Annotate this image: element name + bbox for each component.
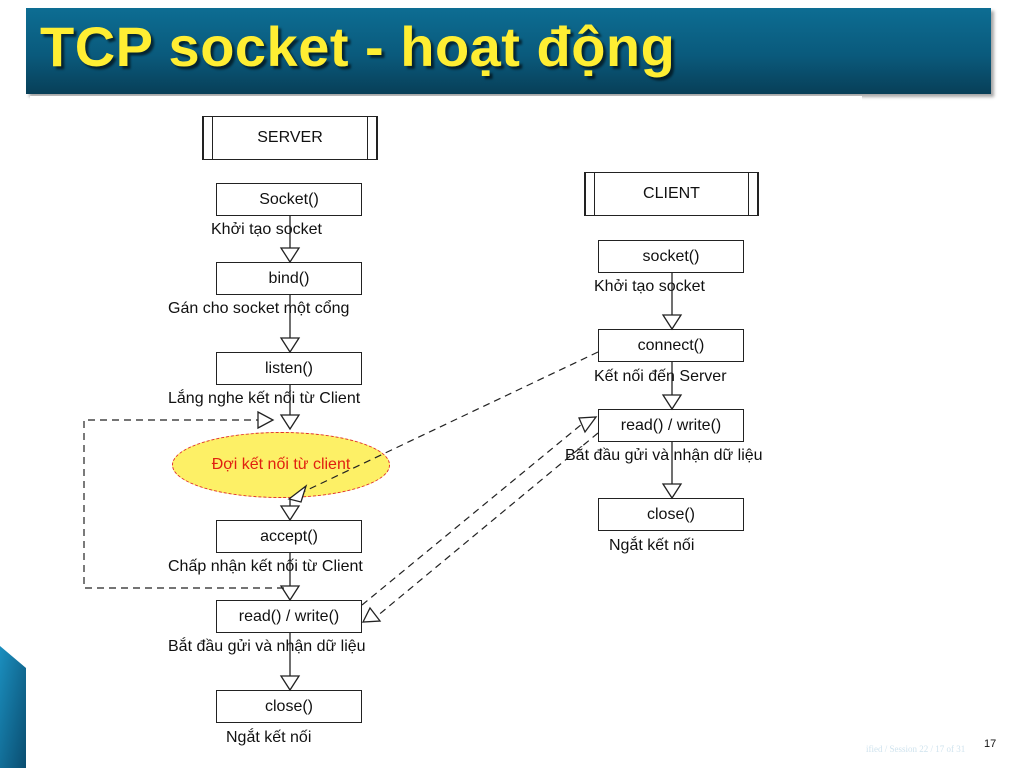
server-accept-call: accept() — [260, 527, 318, 545]
server-accept-box: accept() — [216, 520, 362, 553]
title-bar: TCP socket - hoạt động — [26, 8, 991, 94]
server-close-desc: Ngắt kết nối — [226, 729, 312, 746]
server-readwrite-call: read() / write() — [238, 607, 340, 625]
client-header: CLIENT — [584, 172, 759, 216]
page-number: 17 — [984, 738, 997, 750]
server-listen-call: listen() — [264, 359, 313, 377]
client-connect-box: connect() — [598, 329, 744, 362]
server-bind-desc: Gán cho socket một cổng — [168, 300, 350, 317]
slide-title: TCP socket - hoạt động — [40, 15, 676, 78]
client-close-box: close() — [598, 498, 744, 531]
client-close-desc: Ngắt kết nối — [609, 537, 695, 554]
client-connect-desc: Kết nối đến Server — [594, 368, 727, 385]
client-readwrite-call: read() / write() — [620, 416, 722, 434]
client-socket-box: socket() — [598, 240, 744, 273]
client-socket-desc: Khởi tạo socket — [594, 278, 705, 295]
server-header: SERVER — [202, 116, 378, 160]
server-readwrite-box: read() / write() — [216, 600, 362, 633]
server-header-label: SERVER — [257, 129, 323, 146]
server-close-call: close() — [264, 697, 313, 715]
client-socket-call: socket() — [642, 247, 700, 265]
server-listen-desc: Lắng nghe kết nối từ Client — [168, 390, 361, 407]
client-connect-call: connect() — [637, 336, 705, 354]
client-readwrite-desc: Bắt đầu gửi và nhận dữ liệu — [565, 447, 763, 464]
server-close-box: close() — [216, 690, 362, 723]
wait-for-client-label: Đợi kết nối từ client — [211, 456, 351, 473]
server-listen-box: listen() — [216, 352, 362, 385]
client-header-label: CLIENT — [643, 185, 700, 202]
client-readwrite-box: read() / write() — [598, 409, 744, 442]
corner-decoration — [0, 646, 26, 768]
server-readwrite-desc: Bắt đầu gửi và nhận dữ liệu — [168, 638, 366, 655]
server-socket-box: Socket() — [216, 183, 362, 216]
server-socket-call: Socket() — [259, 190, 319, 208]
wait-for-client-ellipse: Đợi kết nối từ client — [172, 432, 390, 498]
client-close-call: close() — [646, 505, 695, 523]
server-bind-box: bind() — [216, 262, 362, 295]
footer-session: ified / Session 22 / 17 of 31 — [866, 744, 966, 754]
server-bind-call: bind() — [268, 269, 310, 287]
server-socket-desc: Khởi tạo socket — [211, 221, 322, 238]
server-accept-desc: Chấp nhận kết nối từ Client — [168, 558, 363, 575]
